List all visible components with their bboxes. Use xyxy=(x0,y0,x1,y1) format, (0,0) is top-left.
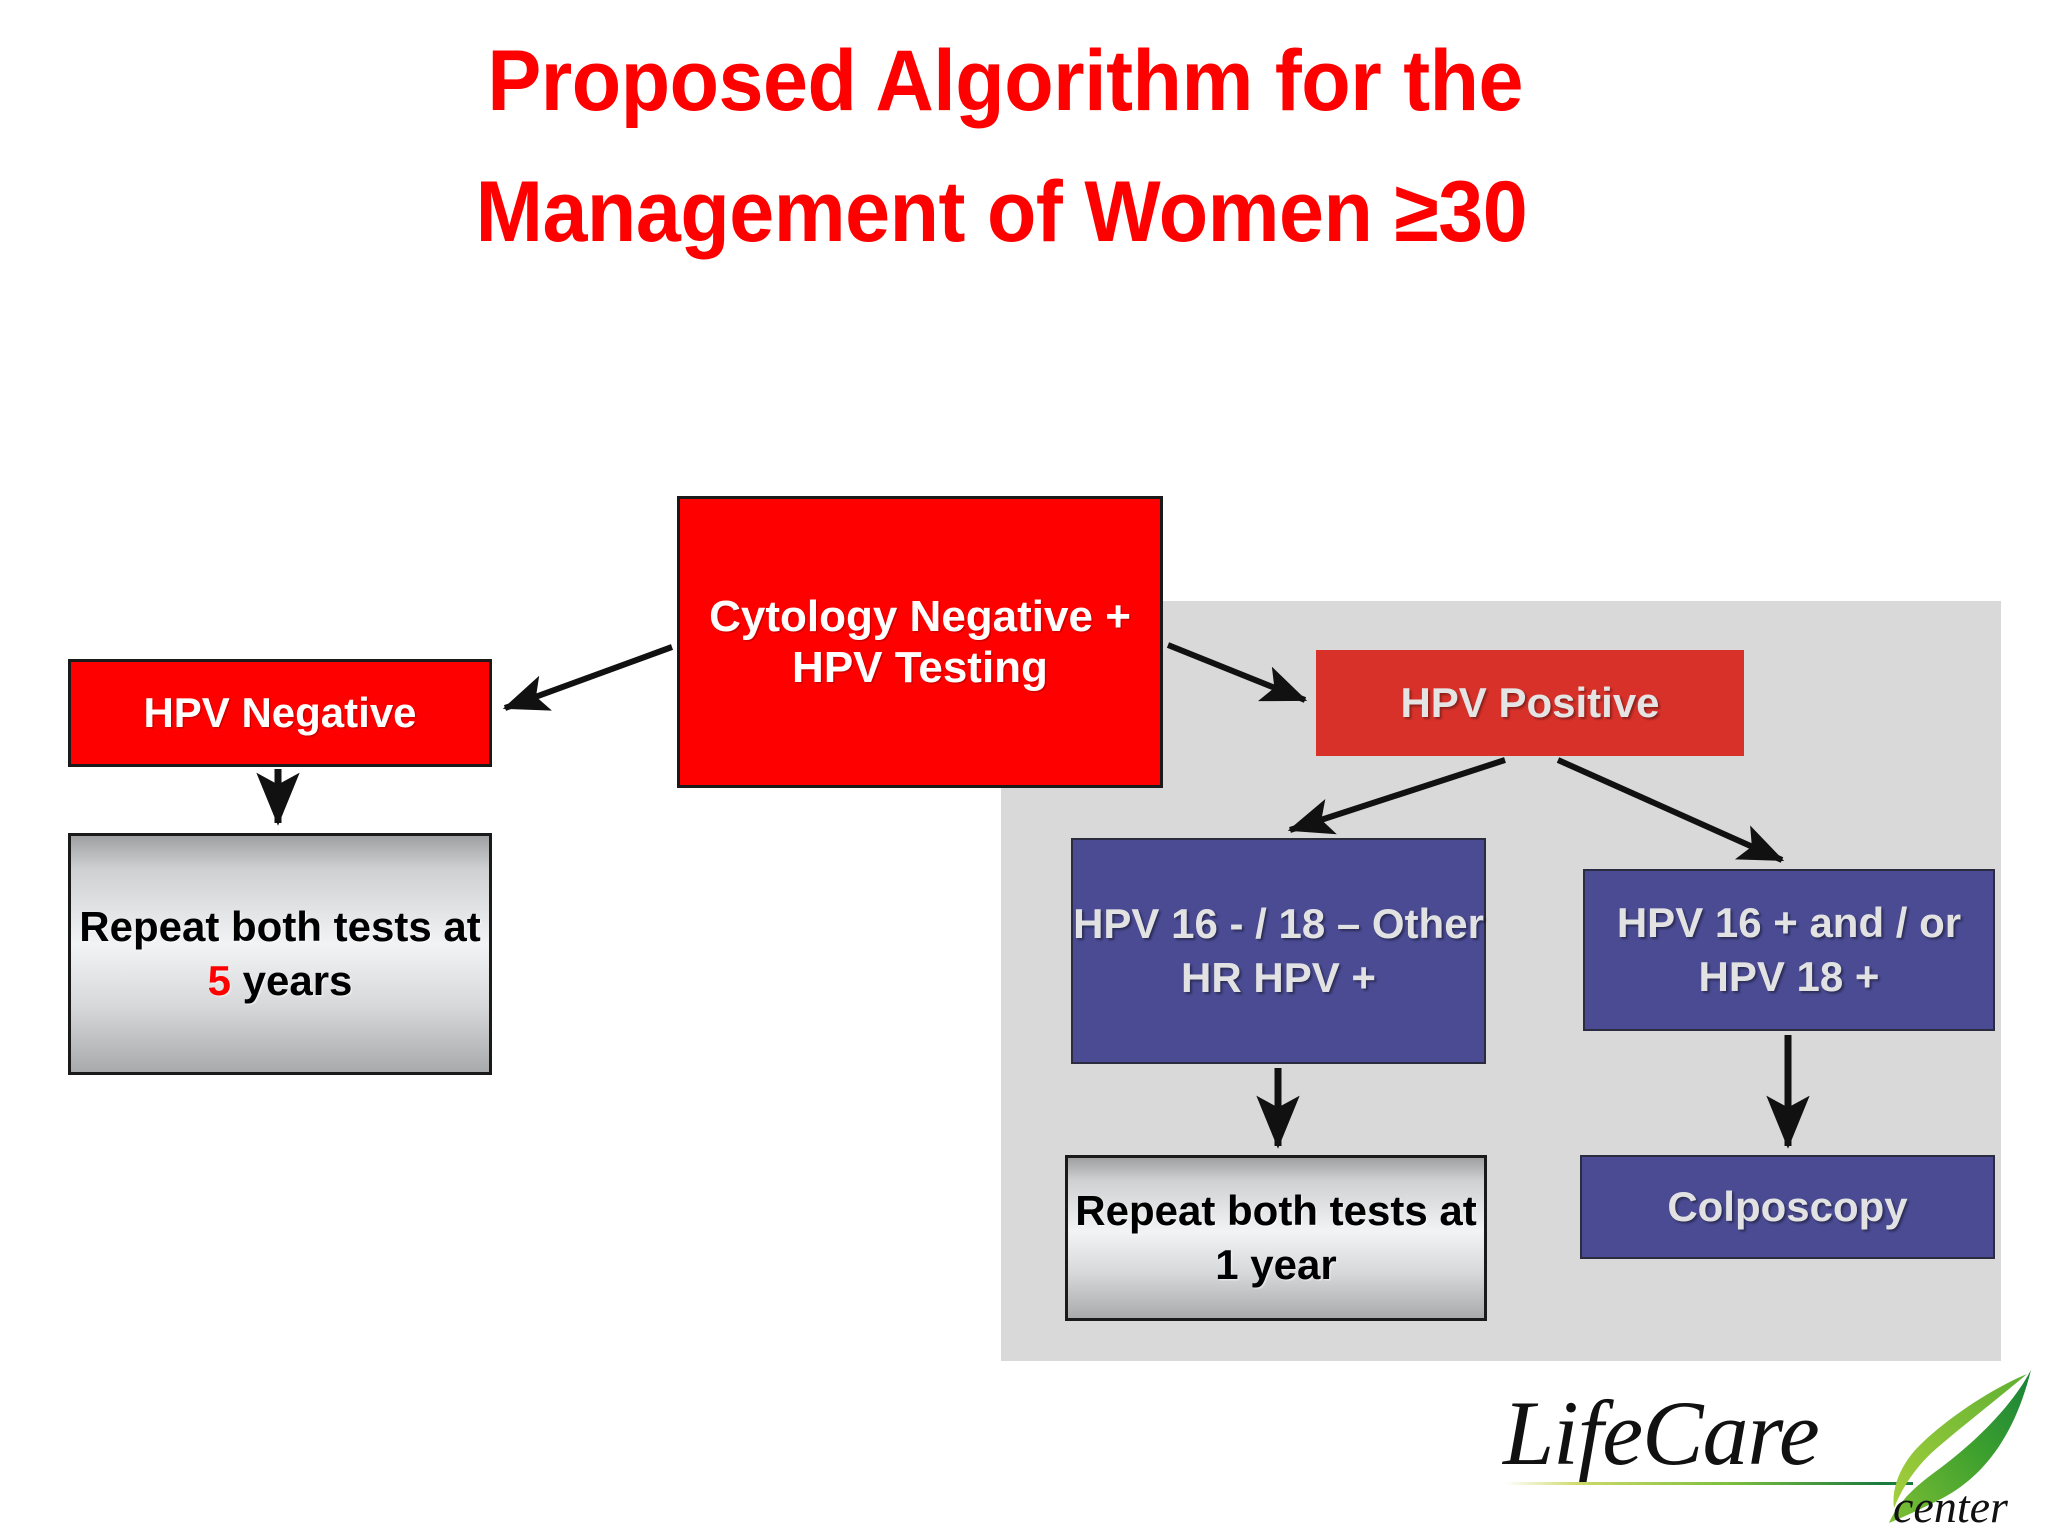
node-repeat1-label: Repeat both tests at 1 year xyxy=(1075,1187,1477,1288)
node-hpv-positive[interactable]: HPV Positive xyxy=(1316,650,1744,756)
lifecare-center-logo: LifeCare center xyxy=(1493,1370,2033,1532)
repeat5-accent-number: 5 xyxy=(207,957,231,1004)
node-colposcopy-label: Colposcopy xyxy=(1667,1183,1908,1231)
title-line-2: Management of Women ≥30 xyxy=(475,163,1528,260)
logo-underline-rule xyxy=(1505,1482,1913,1485)
logo-wordmark: LifeCare xyxy=(1503,1382,1820,1484)
repeat5-suffix: years xyxy=(230,957,353,1004)
page-title: Proposed Algorithm for the Management of… xyxy=(0,16,2048,277)
node-hpv-16-18-label: HPV 16 + and / or HPV 18 + xyxy=(1616,899,1962,1000)
node-hpv-other-hr-positive[interactable]: HPV 16 - / 18 – Other HR HPV + xyxy=(1071,838,1486,1064)
node-repeat-both-tests-5-years[interactable]: Repeat both tests at 5 years xyxy=(68,833,492,1075)
node-cytology-negative-hpv-testing[interactable]: Cytology Negative + HPV Testing xyxy=(677,496,1163,788)
title-line-1: Proposed Algorithm for the xyxy=(487,33,1524,129)
edge-cytology-to-hpv-negative xyxy=(502,644,674,711)
logo-subtext: center xyxy=(1893,1481,2008,1532)
node-hpv-positive-label: HPV Positive xyxy=(1400,679,1660,727)
node-repeat5-label: Repeat both tests at 5 years xyxy=(71,900,489,1008)
repeat5-prefix: Repeat both tests at xyxy=(79,903,481,951)
node-cytology-label: Cytology Negative + HPV Testing xyxy=(709,591,1131,692)
node-colposcopy[interactable]: Colposcopy xyxy=(1580,1155,1995,1259)
node-hpv-negative-label: HPV Negative xyxy=(143,689,417,737)
leaf-icon xyxy=(1889,1370,2031,1523)
node-repeat-both-tests-1-year[interactable]: Repeat both tests at 1 year xyxy=(1065,1155,1487,1321)
node-hpv-16-or-18-positive[interactable]: HPV 16 + and / or HPV 18 + xyxy=(1583,869,1995,1031)
node-hpv-negative[interactable]: HPV Negative xyxy=(68,659,492,767)
node-hpv-other-hr-label: HPV 16 - / 18 – Other HR HPV + xyxy=(1073,900,1484,1001)
